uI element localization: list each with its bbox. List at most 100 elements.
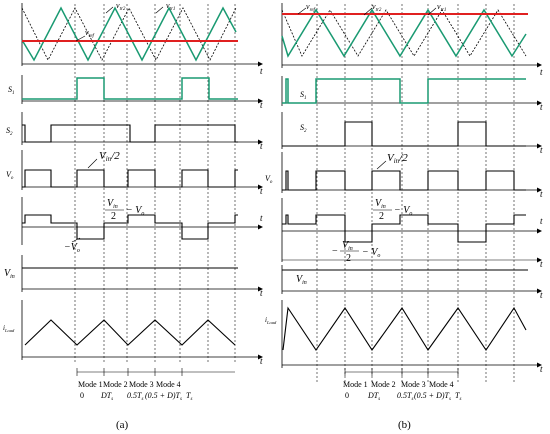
panel-a-caption: (a) — [116, 419, 129, 431]
panel-b-caption: (b) — [398, 419, 411, 431]
axis-t: t — [540, 189, 543, 199]
panel-b-vin: t Vin — [281, 265, 543, 300]
mode-2-label: Mode 2 — [103, 380, 128, 389]
time-dts-label: DTs — [367, 391, 380, 402]
vab-waveform — [282, 214, 526, 243]
s1-waveform — [22, 77, 238, 100]
panel-b-vab: t t Vin 2 − Vo − Vin 2 − Vo — [281, 198, 543, 269]
vref-label: vref — [306, 2, 316, 13]
panel-b-s2: t S2 — [281, 112, 543, 155]
axis-t: t — [260, 356, 263, 366]
panel-a-vab: t Vin 2 − Vo −Vo — [21, 197, 263, 254]
mode-3-label: Mode 3 — [129, 380, 154, 389]
time-0-label: 0 — [80, 391, 84, 400]
panel-a-carriers: t vtr2 vtr1 vref — [21, 1, 263, 76]
vtr1-label: vtr1 — [437, 2, 446, 13]
time-half-ts-label: 0.5Ts — [127, 391, 143, 402]
vin-half-label: Vin/2 — [99, 150, 120, 163]
vin-label: Vin — [296, 274, 307, 286]
s1-label: S1 — [300, 90, 307, 101]
s1-waveform — [282, 78, 526, 104]
axis-t: t — [540, 145, 543, 155]
panel-b-s1: t S1 — [281, 76, 543, 112]
panel-b-guides — [316, 4, 515, 382]
panel-a: t vtr2 vtr1 vref t S1 t S2 — [3, 1, 263, 431]
axis-t: t — [540, 259, 543, 269]
vo-label: Vo — [6, 170, 14, 181]
axis-t: t — [260, 141, 263, 151]
time-ts-label: Ts — [455, 391, 461, 402]
vin-over-2-minus-vo-label: Vin 2 − Vo — [373, 198, 412, 222]
vtr2-label: vtr2 — [116, 1, 126, 12]
vtr2-waveform — [281, 9, 527, 57]
vtr1-waveform — [281, 8, 527, 58]
axis-t: t — [260, 186, 263, 196]
panel-b-vo: t Vo Vin/2 — [265, 152, 543, 199]
vo-waveform — [282, 170, 526, 191]
svg-text:2: 2 — [111, 211, 116, 222]
mode-4-label: Mode 4 — [429, 380, 454, 389]
vin-over-2-minus-vo-label: Vin 2 − Vo — [105, 198, 144, 222]
svg-text:− Vo: − Vo — [126, 205, 144, 217]
axis-t: t — [540, 364, 543, 374]
axis-t: t — [260, 100, 263, 110]
svg-text:Vin: Vin — [342, 240, 353, 252]
vtr2-waveform — [21, 7, 237, 61]
time-ts-label: Ts — [186, 391, 192, 402]
axis-t: t — [260, 288, 263, 298]
svg-text:− Vo: − Vo — [394, 205, 412, 217]
svg-text:−: − — [332, 246, 338, 257]
vab-waveform — [22, 214, 238, 240]
s2-waveform — [22, 124, 238, 143]
svg-text:Vin: Vin — [375, 198, 386, 210]
s2-waveform — [282, 121, 526, 147]
vtr1-label: vtr1 — [166, 1, 175, 12]
time-dts-label: DTs — [100, 391, 113, 402]
mode-2-label: Mode 2 — [371, 380, 396, 389]
iload-waveform — [282, 306, 527, 351]
time-half-plus-d-ts-label: (0.5 + D)Ts — [145, 391, 182, 402]
time-0-label: 0 — [345, 391, 349, 400]
panel-a-s1: t S1 — [8, 75, 263, 110]
panel-a-mode-annotations: Mode 1 Mode 2 Mode 3 Mode 4 0 DTs 0.5Ts … — [76, 368, 235, 402]
svg-text:2: 2 — [379, 211, 384, 222]
vtr2-label: vtr2 — [372, 2, 382, 13]
panel-b-iload: t iLoad — [265, 300, 543, 374]
mode-3-label: Mode 3 — [401, 380, 426, 389]
vo-waveform — [22, 169, 238, 188]
vin-half-label: Vin/2 — [387, 152, 408, 165]
axis-t: t — [260, 213, 263, 223]
mode-1-label: Mode 1 — [343, 380, 368, 389]
axis-t: t — [540, 67, 543, 77]
time-half-plus-d-ts-label: (0.5 + D)Ts — [414, 391, 451, 402]
axis-t: t — [540, 102, 543, 112]
axis-t: t — [260, 66, 263, 76]
vin-label: Vin — [4, 268, 15, 280]
s1-label: S1 — [8, 85, 15, 96]
panel-b-mode-annotations: Mode 1 Mode 2 Mode 3 Mode 4 0 DTs 0.5Ts … — [343, 368, 461, 402]
svg-text:− Vo: − Vo — [362, 247, 380, 259]
panel-b-carriers: t vref vtr2 vtr1 — [281, 2, 543, 77]
panel-b: t vref vtr2 vtr1 t S1 t S2 — [265, 2, 543, 431]
iload-waveform — [24, 319, 236, 346]
s2-label: S2 — [6, 126, 13, 137]
panel-a-s2: t S2 — [6, 112, 263, 151]
axis-t: t — [540, 290, 543, 300]
mode-4-label: Mode 4 — [156, 380, 181, 389]
panel-a-vo: t Vo Vin/2 — [6, 150, 263, 196]
panel-a-iload: t iLoad — [3, 300, 263, 366]
vtr1-waveform — [21, 6, 237, 62]
time-half-ts-label: 0.5Ts — [397, 391, 413, 402]
neg-vo-label: −Vo — [64, 242, 80, 254]
vo-label: Vo — [265, 174, 273, 185]
mode-1-label: Mode 1 — [78, 380, 103, 389]
iload-label: iLoad — [265, 316, 277, 325]
neg-vin-over-2-minus-vo-label: − Vin 2 − Vo — [332, 240, 380, 264]
axis-t: t — [540, 216, 543, 226]
panel-a-vin: t Vin — [4, 255, 263, 298]
svg-text:Vin: Vin — [107, 198, 118, 210]
s2-label: S2 — [300, 123, 307, 134]
iload-label: iLoad — [3, 324, 15, 333]
vref-label: vref — [85, 28, 95, 39]
